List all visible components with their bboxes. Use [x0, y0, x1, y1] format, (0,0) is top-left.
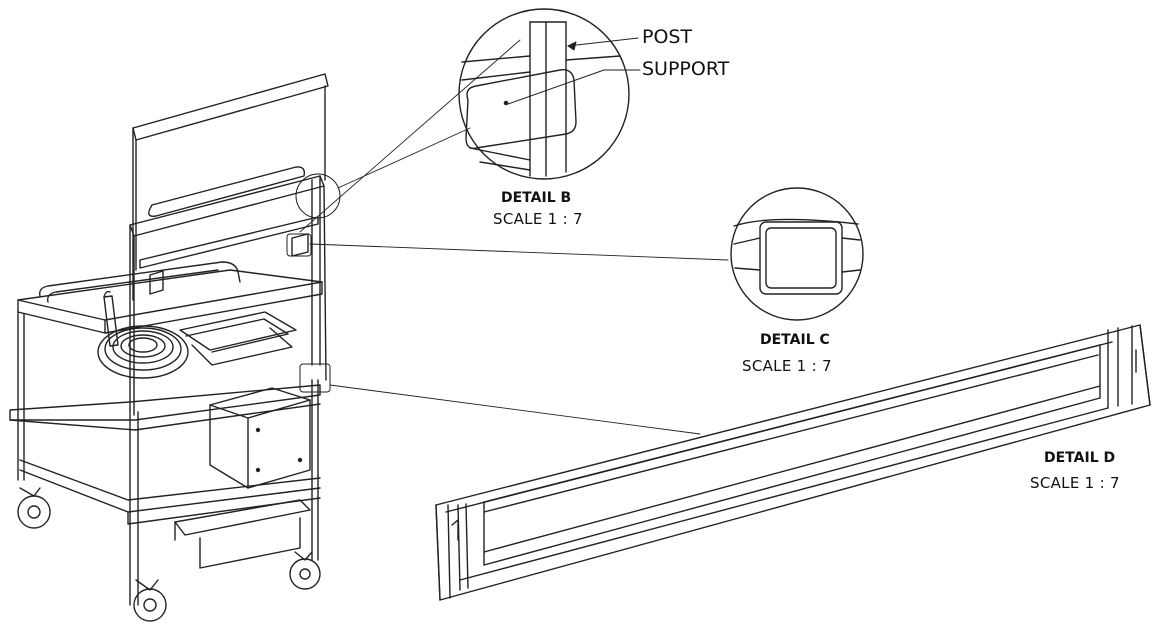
detail-d-title: DETAIL D: [1044, 450, 1116, 466]
cart-assembly: [9, 73, 341, 622]
post-callout-label: POST: [642, 26, 693, 48]
detail-c-scale: SCALE 1 : 7: [742, 357, 832, 375]
detail-b-title: DETAIL B: [501, 190, 572, 206]
support-callout-label: SUPPORT: [642, 58, 730, 80]
detail-leader-lines: [299, 39, 729, 435]
detail-b-view: [458, 8, 630, 180]
detail-c-view: [730, 187, 864, 321]
detail-b-scale: SCALE 1 : 7: [493, 210, 583, 228]
detail-b-callout-leaders: [507, 37, 641, 105]
detail-d-scale: SCALE 1 : 7: [1030, 474, 1120, 492]
detail-d-view: [435, 324, 1151, 601]
detail-c-title: DETAIL C: [760, 332, 830, 348]
